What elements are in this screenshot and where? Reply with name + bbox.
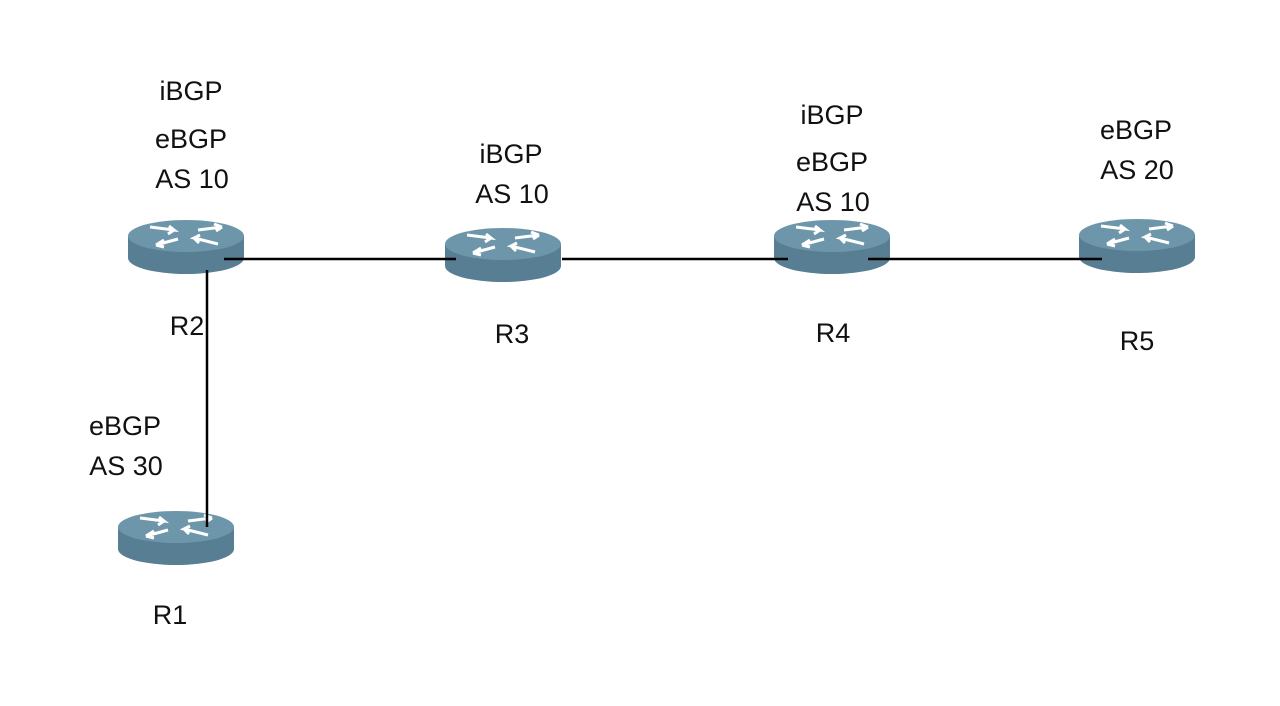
router-r2-label-1: iBGP (159, 76, 223, 106)
router-r2-label-3: AS 10 (155, 164, 229, 194)
router-r3-name: R3 (494, 319, 530, 349)
router-r1-label-1: eBGP (88, 411, 162, 441)
router-r5-name: R5 (1119, 326, 1155, 356)
router-r1-label-2: AS 30 (89, 451, 163, 481)
router-r5-icon (1077, 217, 1197, 275)
router-r3-label-2: AS 10 (475, 179, 549, 209)
router-r2-name: R2 (169, 311, 205, 341)
router-r4-name: R4 (815, 318, 851, 348)
router-r2-label-2: eBGP (154, 124, 228, 154)
router-r4-label-3: AS 10 (796, 187, 870, 217)
router-r3-icon (443, 226, 563, 284)
router-r4-icon (772, 218, 892, 276)
router-r5-label-1: eBGP (1099, 115, 1173, 145)
router-r3-label-1: iBGP (479, 139, 543, 169)
router-r2-icon (126, 218, 246, 276)
router-r1-icon (116, 509, 236, 567)
router-r1-name: R1 (152, 600, 188, 630)
router-r4-label-2: eBGP (795, 147, 869, 177)
router-r5-label-2: AS 20 (1100, 155, 1174, 185)
router-r4-label-1: iBGP (800, 100, 864, 130)
routers-layer (116, 217, 1197, 567)
